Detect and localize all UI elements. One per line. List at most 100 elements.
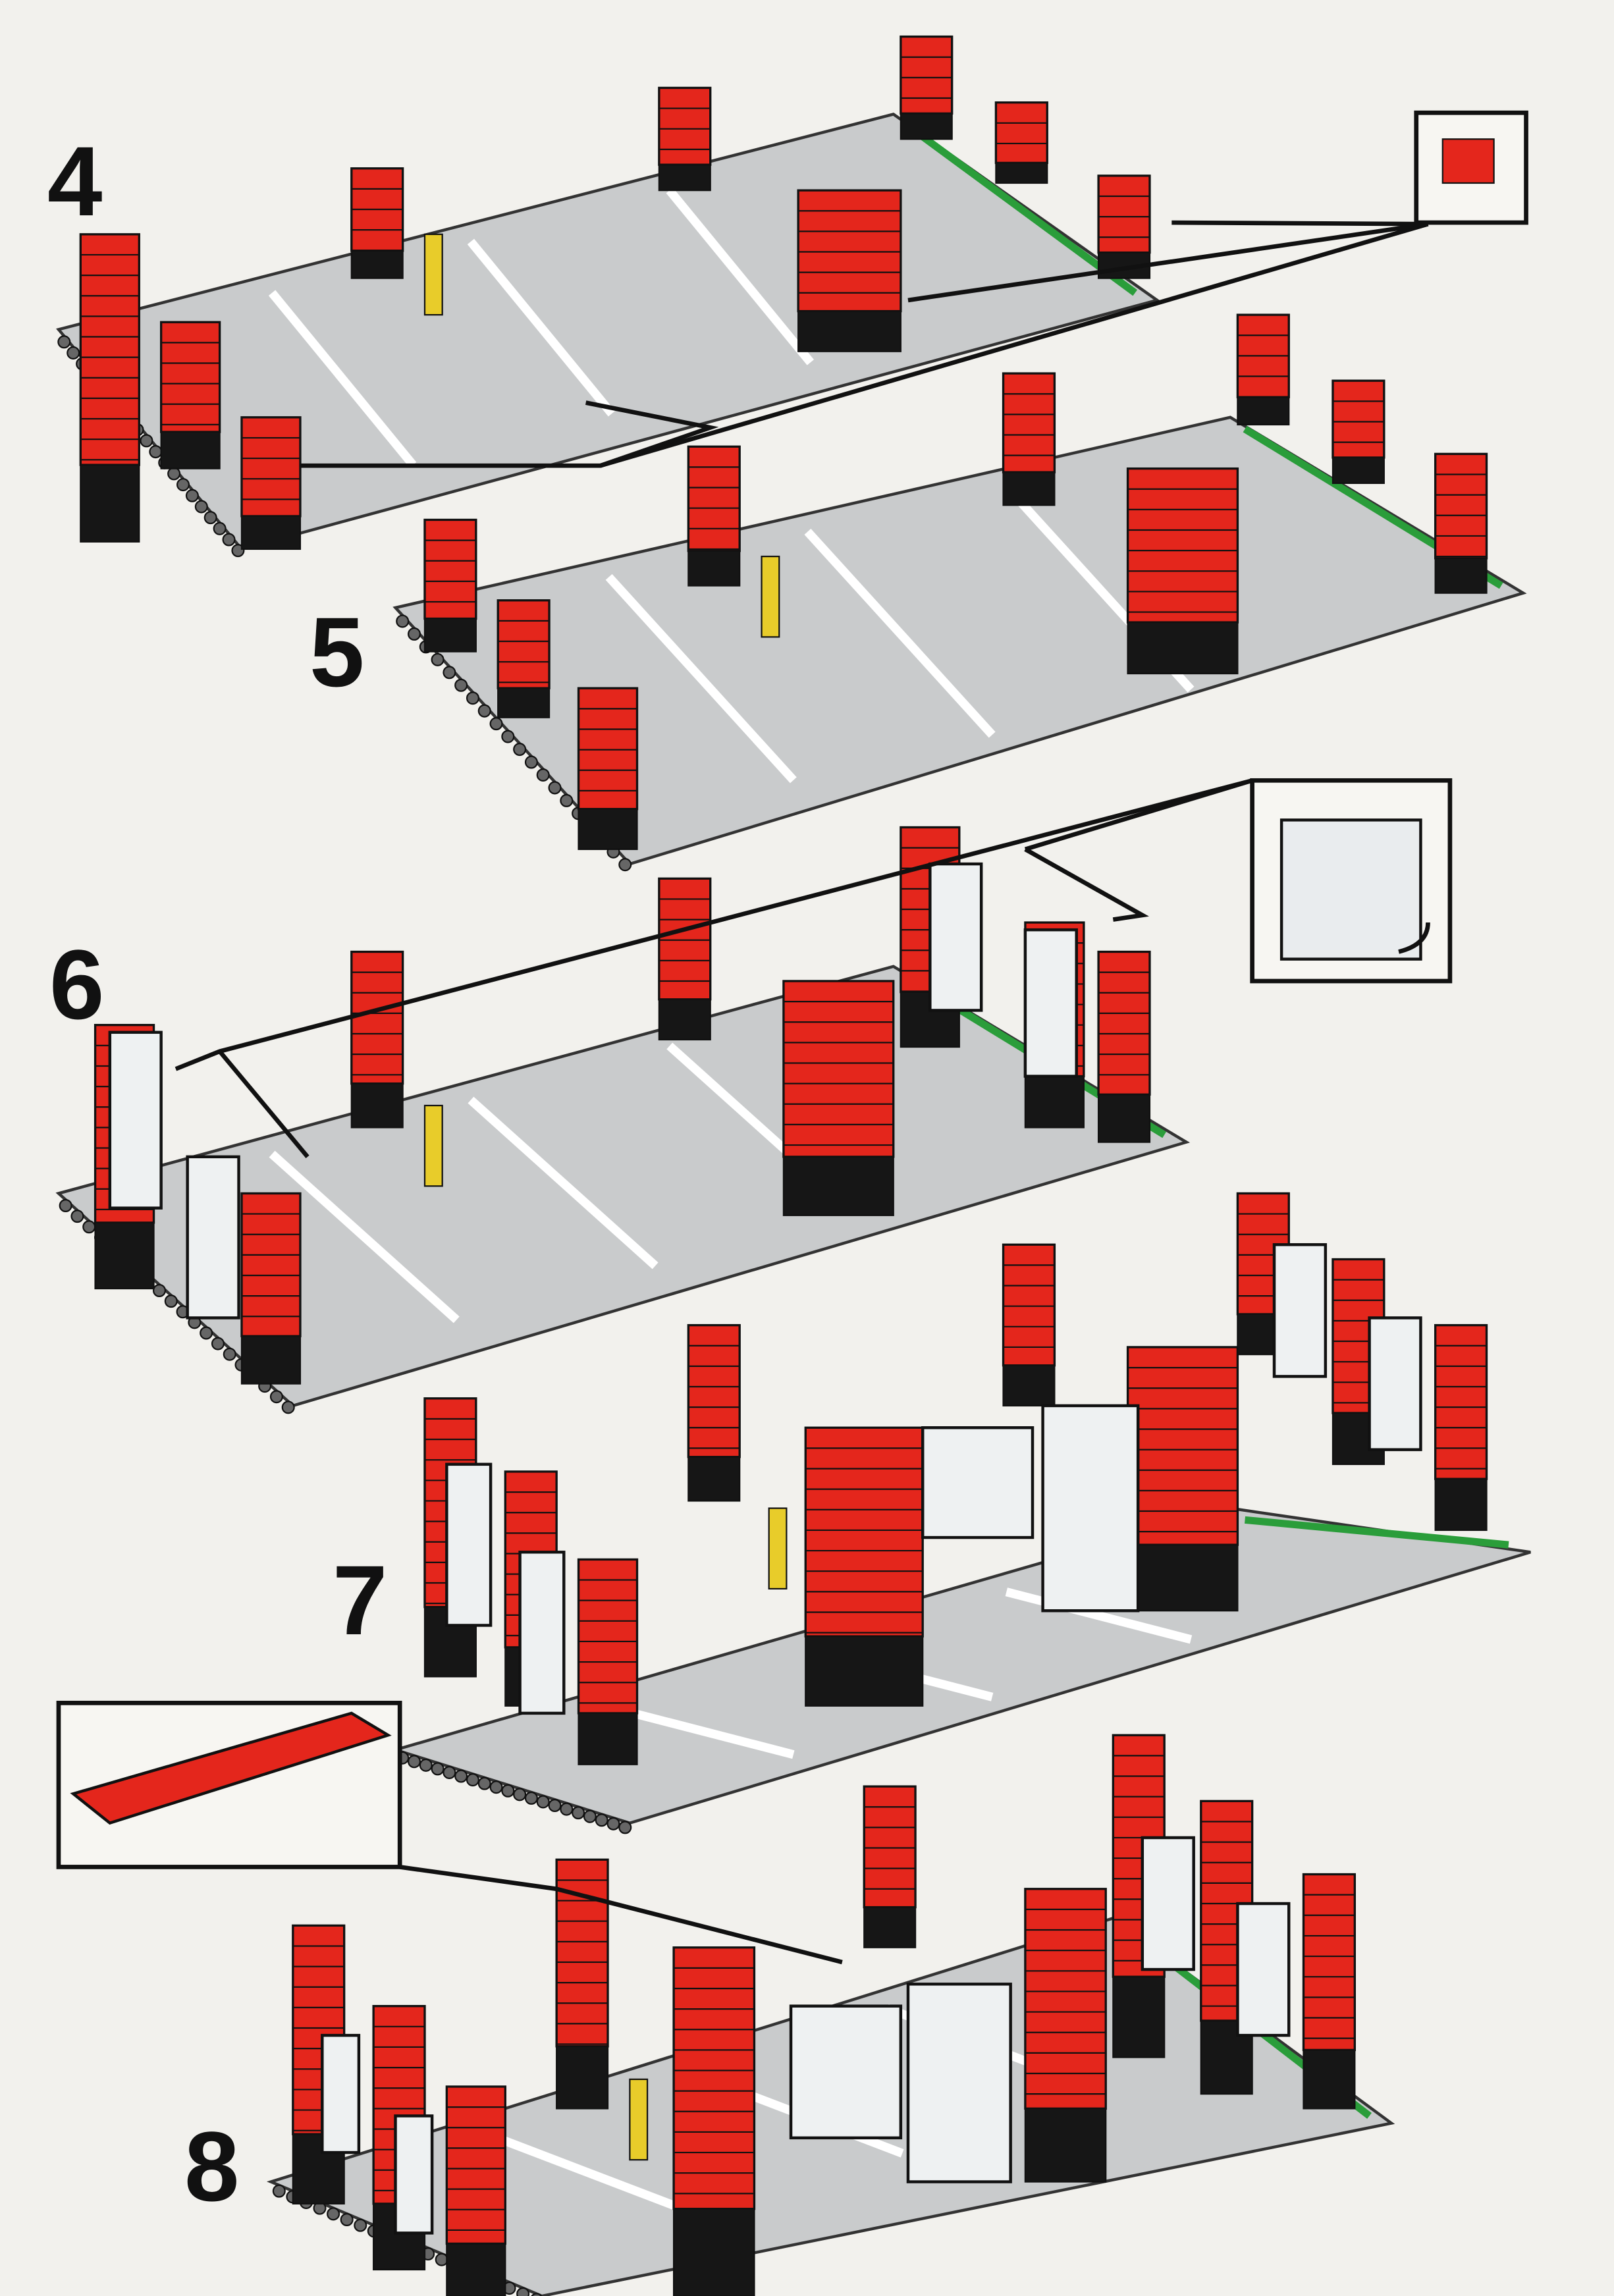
black-bricks — [350, 1082, 404, 1129]
red-1x2-brick — [1441, 138, 1495, 184]
red-bricks — [350, 950, 404, 1085]
yellow-pump — [423, 233, 443, 316]
green-lane-line — [1244, 1516, 1509, 1549]
arrow-line — [1171, 220, 1428, 227]
red-1x10-brick — [70, 1711, 392, 1825]
arrow-line — [399, 1865, 843, 1965]
baseplate — [392, 415, 1527, 866]
black-bricks — [1112, 1976, 1166, 2058]
stud — [618, 858, 632, 872]
stud — [466, 1773, 479, 1787]
white-lane-line — [484, 2129, 704, 2220]
arrow-line — [1024, 778, 1253, 852]
stud — [340, 2212, 354, 2227]
arrow-line — [585, 400, 719, 468]
brick-column — [497, 599, 551, 718]
stud — [396, 614, 410, 628]
brick-column — [79, 233, 140, 543]
stud — [516, 2287, 530, 2296]
yellow-pump — [768, 1507, 788, 1589]
black-bricks — [556, 2045, 609, 2110]
stud — [67, 346, 80, 360]
window-frame — [445, 1462, 493, 1627]
window-frame — [1041, 1404, 1140, 1613]
stud — [572, 1806, 585, 1820]
brick-column — [159, 321, 221, 469]
red-bricks — [687, 445, 741, 552]
white-lane-line — [1005, 1588, 1193, 1644]
black-bricks — [1002, 1364, 1056, 1407]
window-frame — [1272, 1243, 1328, 1378]
black-bricks — [1303, 2049, 1356, 2110]
stud — [524, 755, 538, 769]
red-bricks — [79, 233, 140, 466]
black-bricks — [1002, 471, 1056, 506]
red-bricks — [1434, 452, 1488, 560]
brick-column — [687, 1323, 741, 1502]
black-bricks — [1024, 1075, 1085, 1129]
black-bricks — [900, 113, 953, 140]
stud — [524, 1791, 538, 1805]
stud — [513, 743, 527, 757]
brick-column — [577, 1558, 639, 1765]
black-bricks — [350, 250, 404, 279]
stud — [185, 489, 199, 502]
brick-column — [1002, 372, 1056, 506]
baseplate — [55, 965, 1191, 1408]
stud — [419, 1758, 433, 1772]
window-frame — [108, 1030, 163, 1210]
stud — [211, 1337, 225, 1350]
stud — [222, 533, 236, 547]
brick-column — [658, 86, 712, 192]
red-bricks — [240, 416, 302, 518]
brick-column — [1097, 174, 1151, 279]
stud — [501, 1784, 515, 1798]
yellow-pump — [629, 2078, 649, 2161]
red-bricks — [159, 321, 221, 433]
brick-column — [240, 416, 302, 550]
step-number-6: 6 — [49, 929, 105, 1040]
stud — [536, 1795, 550, 1809]
red-bricks — [497, 599, 551, 689]
stud — [454, 1769, 468, 1783]
stud — [536, 768, 550, 782]
stud — [164, 1295, 178, 1308]
stud — [618, 1821, 632, 1834]
black-bricks — [995, 162, 1048, 184]
brick-column — [1434, 452, 1488, 594]
black-bricks — [1434, 557, 1488, 594]
red-bricks — [804, 1426, 924, 1638]
stud — [583, 1809, 597, 1823]
white-lane-line — [467, 238, 616, 417]
brick-column — [1126, 467, 1239, 675]
stud — [194, 500, 208, 514]
brick-column — [577, 687, 639, 850]
black-bricks — [1237, 396, 1290, 426]
stud — [272, 2184, 286, 2198]
black-bricks — [805, 1636, 924, 1707]
red-bricks — [658, 86, 712, 166]
black-bricks — [1332, 456, 1385, 484]
black-bricks — [797, 310, 901, 352]
red-bricks — [1024, 1888, 1107, 2110]
black-bricks — [578, 808, 638, 850]
white-lane-line — [269, 1150, 460, 1323]
step-number-4: 4 — [47, 126, 103, 236]
arrow-line — [907, 221, 1429, 303]
brick-column — [1236, 313, 1290, 426]
brick-column — [350, 167, 404, 279]
step-4-model — [56, 35, 1161, 558]
stud — [477, 1776, 491, 1790]
brick-column — [1002, 1243, 1056, 1407]
stud — [354, 2218, 367, 2232]
brick-column — [863, 1785, 917, 1948]
stud — [407, 1755, 421, 1769]
white-lane-line — [605, 574, 797, 784]
red-bricks — [1097, 950, 1151, 1096]
arrow-line — [218, 1050, 309, 1158]
stud — [431, 1762, 444, 1776]
window-frame — [394, 2114, 434, 2235]
brick-column — [687, 445, 741, 587]
